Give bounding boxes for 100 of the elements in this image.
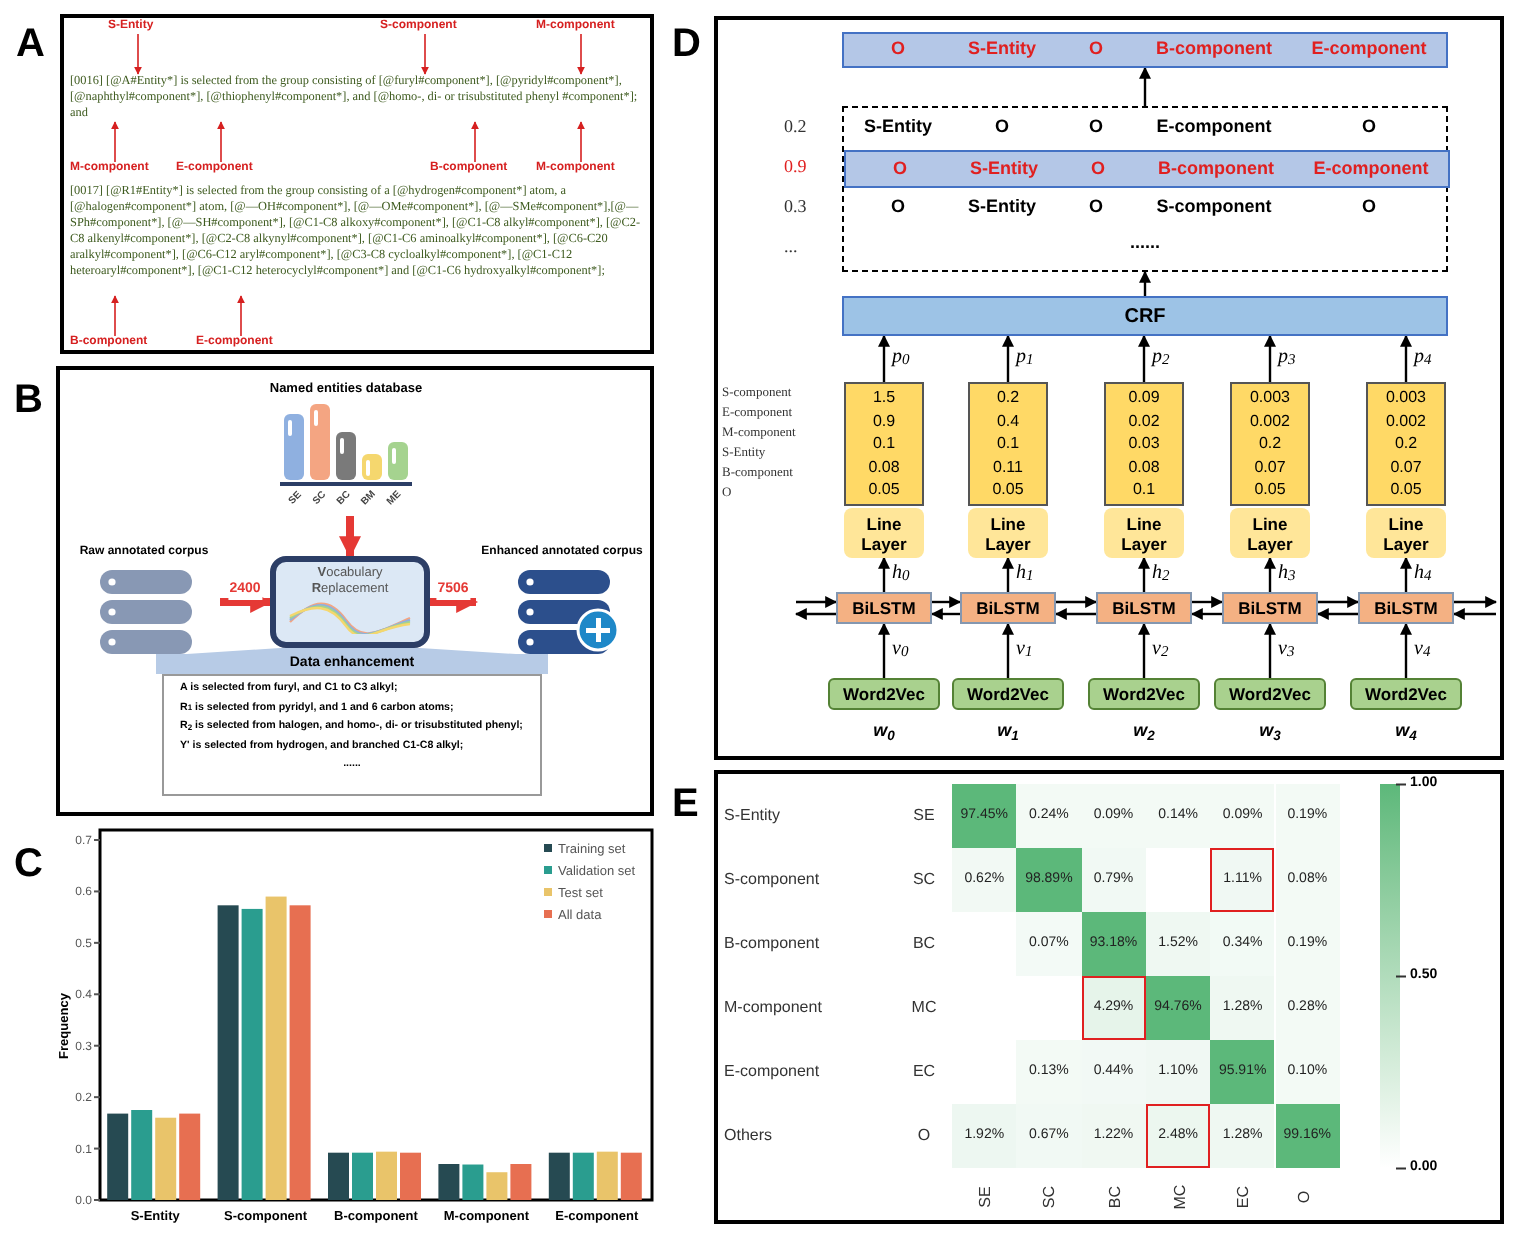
- probability-value: 0.09: [1128, 386, 1160, 409]
- probability-value: 0.002: [1249, 409, 1291, 432]
- leader-line: [111, 121, 119, 163]
- probability-value: 0.08: [868, 455, 900, 478]
- probability-value: 1.5: [872, 386, 896, 409]
- tag-label: S-Entity: [863, 114, 932, 140]
- tag-label: O: [1088, 194, 1103, 220]
- column-label: SE: [975, 1186, 994, 1208]
- embedding-box: Word2Vec: [952, 678, 1064, 710]
- leader-line: [111, 295, 119, 337]
- column-label: MC: [1171, 1184, 1190, 1210]
- word-label: w$_{0}$: [873, 718, 895, 745]
- output-bar: [844, 150, 1450, 188]
- tag-label: O: [1088, 36, 1103, 63]
- probability-value: 0.1: [872, 432, 896, 455]
- tag-label: O: [1090, 155, 1105, 182]
- leader-line: [577, 33, 585, 75]
- embedding-box: Word2Vec: [828, 678, 940, 710]
- probability-value: 0.003: [1385, 386, 1427, 409]
- arrow: [339, 516, 361, 559]
- arrow: [1192, 596, 1224, 608]
- score-label: 0.9: [784, 154, 807, 180]
- row-label: SC: [912, 870, 936, 890]
- arrow: [1316, 608, 1358, 620]
- arrow: [1139, 270, 1151, 296]
- score-label: 0.3: [784, 194, 807, 220]
- probability-value: 0.05: [868, 478, 900, 501]
- arrow: [1452, 608, 1496, 620]
- probability-value: 0.02: [1128, 409, 1160, 432]
- probability-value: 0.05: [992, 478, 1024, 501]
- tag-label: S-component: [1156, 194, 1272, 220]
- arrow: [1264, 334, 1276, 382]
- arrow: [1138, 334, 1150, 382]
- edge-label: h$_{0}$: [890, 561, 912, 583]
- probability-value: 0.1: [996, 432, 1020, 455]
- row-label: Others: [724, 1126, 773, 1146]
- word-label: w$_{4}$: [1395, 718, 1417, 745]
- row-label: SE: [913, 806, 935, 826]
- tag-label: O: [890, 194, 905, 220]
- probability-value: 0.003: [1249, 386, 1291, 409]
- column-label: O: [1294, 1190, 1313, 1204]
- tag-label: B-component: [1156, 36, 1272, 63]
- probability-value: 0.03: [1128, 432, 1160, 455]
- row-label: MC: [911, 998, 937, 1018]
- candidate-box: [842, 106, 1448, 272]
- probability-value: 0.05: [1390, 478, 1422, 501]
- callout-box: [156, 654, 548, 796]
- leader-line: [237, 295, 245, 337]
- column-label: EC: [1234, 1185, 1253, 1209]
- embedding-box: Word2Vec: [1350, 678, 1462, 710]
- bilstm-box: BiLSTM: [960, 592, 1056, 624]
- leader-line: [471, 121, 479, 163]
- row-label: EC: [912, 1062, 936, 1082]
- edge-label: h$_{3}$: [1276, 561, 1298, 583]
- arrow: [1002, 622, 1014, 678]
- output-bar: [842, 32, 1448, 68]
- bilstm-box: BiLSTM: [836, 592, 932, 624]
- tag-label: E-component: [1313, 155, 1429, 182]
- probability-value: 0.05: [1254, 478, 1286, 501]
- arrow: [1318, 596, 1360, 608]
- edge-label: h$_{2}$: [1150, 561, 1172, 583]
- leader-line: [217, 121, 225, 163]
- layer-box: Line Layer: [1230, 508, 1310, 558]
- arrow: [1054, 608, 1096, 620]
- column-label: BC: [1105, 1185, 1124, 1209]
- process-box: [270, 556, 430, 648]
- row-label: BC: [912, 934, 936, 954]
- tag-label: O: [1361, 114, 1376, 140]
- arrow: [1056, 596, 1098, 608]
- embedding-box: Word2Vec: [1088, 678, 1200, 710]
- row-label: S-component: [724, 870, 820, 890]
- word-label: w$_{1}$: [997, 718, 1019, 745]
- tag-label: E-component: [1311, 36, 1427, 63]
- column-label: SC: [1041, 1185, 1059, 1209]
- arrow: [1002, 556, 1014, 592]
- edge-label: h$_{1}$: [1014, 561, 1036, 583]
- probability-value: 0.07: [1254, 455, 1286, 478]
- arrow: [1400, 622, 1412, 678]
- bilstm-box: BiLSTM: [1222, 592, 1318, 624]
- probability-box: [968, 382, 1048, 506]
- leader-line: [577, 121, 585, 163]
- probability-value: 0.002: [1385, 409, 1427, 432]
- probability-box: [1230, 382, 1310, 506]
- arrow: [1190, 608, 1222, 620]
- tag-label: O: [994, 114, 1009, 140]
- row-label: M-component: [724, 998, 822, 1018]
- word-label: w$_{3}$: [1259, 718, 1281, 745]
- arrow: [1139, 66, 1151, 106]
- arrow: [1264, 622, 1276, 678]
- panel-letter: D: [672, 24, 701, 64]
- leader-line: [421, 33, 429, 75]
- probability-box: [844, 382, 924, 506]
- probability-value: 0.11: [993, 455, 1023, 478]
- arrow: [932, 596, 962, 608]
- row-label: O: [917, 1126, 931, 1146]
- probability-value: 0.4: [996, 409, 1020, 432]
- arrow: [930, 608, 960, 620]
- probability-box: [1366, 382, 1446, 506]
- arrow: [1454, 596, 1498, 608]
- ellipsis: ......: [1129, 230, 1160, 256]
